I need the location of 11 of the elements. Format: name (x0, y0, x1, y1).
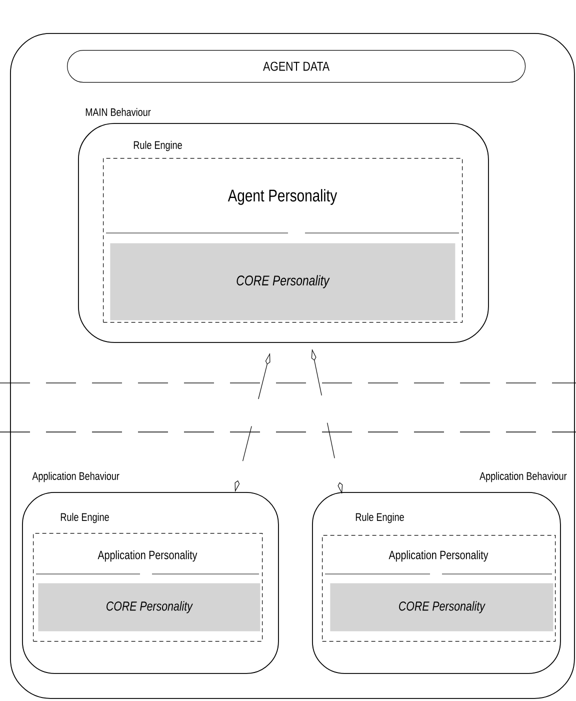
core-box: CORE Personality (330, 583, 554, 632)
data-bar: AGENT DATA (67, 50, 526, 83)
frame-box (10, 33, 575, 699)
node-label: MAIN Behaviour (86, 108, 151, 116)
core-box: CORE Personality (110, 243, 456, 320)
core-box: CORE Personality (38, 583, 260, 632)
node-label: Rule Engine (60, 512, 109, 524)
node-label: Application Behaviour (32, 472, 120, 482)
node-label: Application Behaviour (480, 472, 567, 482)
node-label: Rule Engine (356, 512, 404, 524)
node-label: Rule Engine (134, 140, 182, 152)
